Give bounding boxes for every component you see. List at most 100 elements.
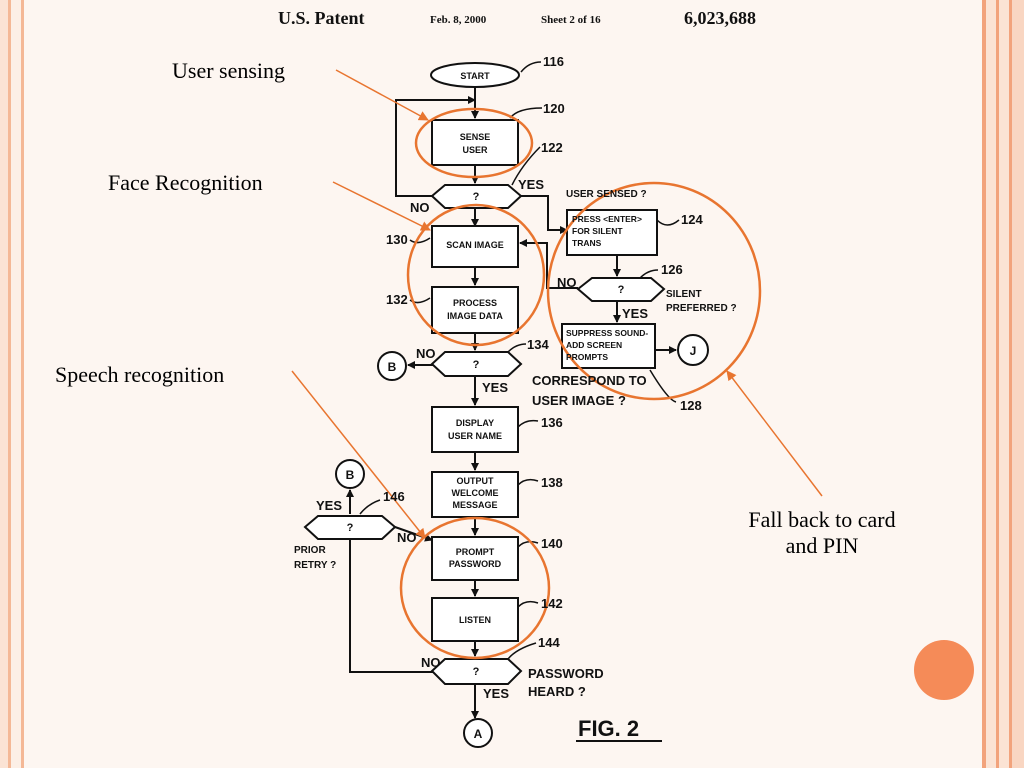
- decision-134-label: ?: [473, 359, 480, 371]
- suppress-sound-box: [561, 323, 656, 369]
- output-welcome-line3: MESSAGE: [452, 500, 497, 510]
- yes-122: YES: [518, 177, 544, 192]
- ref-144: 144: [538, 635, 560, 650]
- ref-116: 116: [543, 54, 564, 69]
- callout-speech-recognition: Speech recognition: [55, 362, 225, 387]
- press-enter-line2: FOR SILENT: [572, 226, 623, 236]
- press-enter-line3: TRANS: [572, 238, 602, 248]
- right-border-decoration: [982, 0, 1024, 768]
- press-enter-line1: PRESS <ENTER>: [572, 214, 642, 224]
- output-welcome-line2: WELCOME: [452, 488, 499, 498]
- listen-box: [431, 597, 519, 642]
- patent-title: U.S. Patent: [278, 8, 365, 28]
- patent-sheet: Sheet 2 of 16: [541, 14, 601, 26]
- decision-prior-retry: [303, 515, 397, 540]
- prior-retry-line1: PRIOR: [294, 545, 326, 556]
- press-enter-box: [566, 209, 658, 256]
- left-border-decoration: [0, 0, 36, 768]
- ref-128: 128: [680, 398, 702, 413]
- correspond-line1: CORRESPOND TO: [532, 373, 647, 388]
- decision-silent-preferred: [576, 277, 666, 302]
- decision-144-label: ?: [473, 666, 480, 678]
- prompt-password-line1: PROMPT: [456, 547, 495, 557]
- connector-j-label: J: [690, 344, 697, 358]
- prompt-password-box: [431, 536, 519, 581]
- listen-label: LISTEN: [459, 615, 491, 625]
- yes-134: YES: [482, 380, 508, 395]
- yes-146: YES: [316, 498, 342, 513]
- no-144: NO: [421, 655, 441, 670]
- decision-user-sensed: [430, 184, 523, 209]
- no-146: NO: [397, 530, 417, 545]
- password-heard-line1: PASSWORD: [528, 666, 604, 681]
- scan-image-box: [431, 225, 519, 268]
- ref-132: 132: [386, 292, 408, 307]
- ref-120: 120: [543, 101, 565, 116]
- start-terminal: [430, 62, 520, 88]
- suppress-line2: ADD SCREEN: [566, 340, 622, 350]
- user-sensed-question: USER SENSED ?: [566, 189, 647, 200]
- no-134: NO: [416, 346, 436, 361]
- output-welcome-line1: OUTPUT: [457, 476, 495, 486]
- prior-retry-line2: RETRY ?: [294, 560, 336, 571]
- highlight-face-recognition: [406, 203, 546, 347]
- connector-j: [677, 334, 709, 366]
- connector-b-top-label: B: [346, 468, 355, 482]
- patent-date: Feb. 8, 2000: [430, 14, 487, 26]
- highlight-fallback: [546, 181, 762, 401]
- yes-126: YES: [622, 306, 648, 321]
- sense-user-line2: USER: [462, 145, 488, 155]
- ref-136: 136: [541, 415, 563, 430]
- connector-a: [463, 718, 493, 748]
- ref-124: 124: [681, 212, 703, 227]
- ref-122: 122: [541, 140, 563, 155]
- decision-122-label: ?: [473, 191, 480, 203]
- ref-146: 146: [383, 489, 405, 504]
- connector-b-right-label: B: [388, 360, 397, 374]
- no-122: NO: [410, 200, 430, 215]
- no-126: NO: [557, 275, 577, 290]
- prompt-password-line2: PASSWORD: [449, 559, 502, 569]
- suppress-line1: SUPPRESS SOUND-: [566, 328, 648, 338]
- suppress-line3: PROMPTS: [566, 352, 608, 362]
- figure-label: FIG. 2: [578, 716, 639, 741]
- callout-fallback-line1: Fall back to card: [748, 507, 896, 532]
- decision-126-label: ?: [618, 284, 625, 296]
- connector-b-right: [377, 351, 407, 381]
- correspond-line2: USER IMAGE ?: [532, 393, 626, 408]
- callout-user-sensing: User sensing: [172, 58, 286, 83]
- decision-password-heard: [430, 658, 523, 685]
- ref-134: 134: [527, 337, 549, 352]
- process-image-line2: IMAGE DATA: [447, 311, 503, 321]
- decision-146-label: ?: [347, 522, 354, 534]
- yes-144: YES: [483, 686, 509, 701]
- ref-126: 126: [661, 262, 683, 277]
- patent-number: 6,023,688: [684, 8, 756, 28]
- display-name-line2: USER NAME: [448, 431, 502, 441]
- sense-user-line1: SENSE: [460, 132, 491, 142]
- ref-130: 130: [386, 232, 408, 247]
- decision-correspond: [430, 351, 523, 377]
- sense-user-box: [431, 119, 519, 166]
- silent-preferred-line2: PREFERRED ?: [666, 303, 737, 314]
- highlight-user-sensing: [414, 107, 534, 179]
- ref-138: 138: [541, 475, 563, 490]
- display-user-name-box: [431, 406, 519, 453]
- start-label: START: [460, 71, 490, 81]
- decorative-orange-circle: [914, 640, 974, 700]
- ref-140: 140: [541, 536, 563, 551]
- connector-a-label: A: [474, 727, 483, 741]
- process-image-line1: PROCESS: [453, 298, 497, 308]
- callout-fallback: Fall back to card and PIN: [722, 507, 922, 559]
- callout-face-recognition: Face Recognition: [108, 170, 263, 195]
- highlight-speech-recognition: [399, 516, 551, 660]
- connector-b-top: [335, 459, 365, 489]
- process-image-box: [431, 286, 519, 334]
- display-name-line1: DISPLAY: [456, 418, 494, 428]
- ref-142: 142: [541, 596, 563, 611]
- callout-fallback-line2: and PIN: [785, 533, 859, 558]
- scan-image-label: SCAN IMAGE: [446, 240, 504, 250]
- password-heard-line2: HEARD ?: [528, 684, 586, 699]
